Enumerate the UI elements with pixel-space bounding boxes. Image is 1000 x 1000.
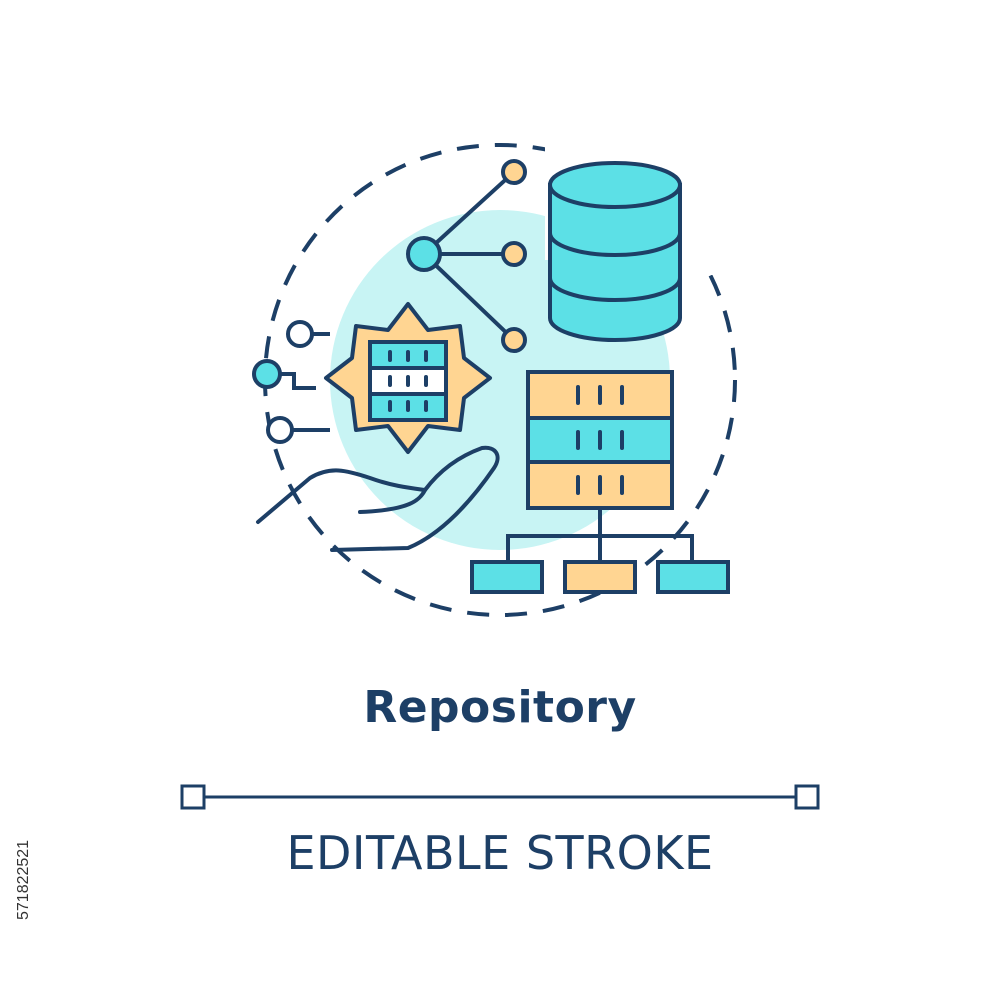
server-rack-icon <box>526 370 674 510</box>
hierarchy-icon <box>470 508 730 594</box>
editable-stroke-line <box>180 784 820 810</box>
stroke-handle-left <box>180 784 206 810</box>
circuit-connectors-icon <box>252 320 330 444</box>
network-nodes-icon <box>406 159 527 353</box>
concept-title: Repository <box>363 682 637 733</box>
hand-icon <box>256 445 500 552</box>
gear-icon <box>324 302 492 454</box>
stock-id-watermark: 571822521 <box>15 840 32 920</box>
database-icon <box>548 161 682 342</box>
stock-id-text: 571822521 <box>15 840 32 920</box>
stroke-handle-right <box>794 784 820 810</box>
editable-stroke-caption: EDITABLE STROKE <box>286 826 714 880</box>
